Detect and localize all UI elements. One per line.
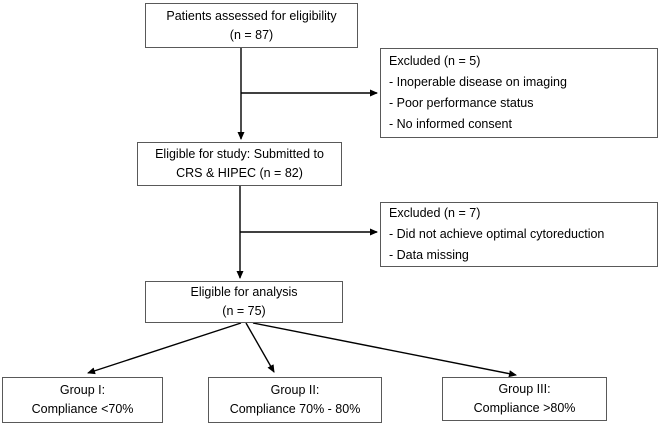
connector-analysis-to-group3 bbox=[252, 322, 517, 378]
box-group-2: Group II: Compliance 70% - 80% bbox=[208, 377, 382, 423]
box-group-3: Group III: Compliance >80% bbox=[442, 377, 607, 421]
box-excluded-analysis-item: - Data missing bbox=[389, 248, 469, 262]
box-excluded-screening-item: - Inoperable disease on imaging bbox=[389, 75, 567, 89]
box-patients-assessed-line2: (n = 87) bbox=[229, 27, 274, 42]
box-group-2-line2: Compliance 70% - 80% bbox=[229, 402, 361, 416]
box-eligible-analysis: Eligible for analysis (n = 75) bbox=[145, 281, 343, 323]
box-eligible-analysis-line2: (n = 75) bbox=[222, 304, 266, 318]
box-group-1: Group I: Compliance <70% bbox=[2, 377, 163, 423]
box-excluded-analysis-item: - Did not achieve optimal cytoreduction bbox=[389, 227, 605, 241]
box-eligible-study-line1: Eligible for study: Submitted to bbox=[155, 147, 324, 161]
box-group-3-line2: Compliance >80% bbox=[473, 401, 576, 415]
box-excluded-analysis: Excluded (n = 7) - Did not achieve optim… bbox=[380, 202, 658, 267]
box-eligible-study-line2: CRS & HIPEC (n = 82) bbox=[176, 166, 303, 180]
connector-analysis-to-group1 bbox=[87, 322, 242, 375]
box-eligible-study: Eligible for study: Submitted to CRS & H… bbox=[137, 142, 342, 186]
box-excluded-screening: Excluded (n = 5) - Inoperable disease on… bbox=[380, 48, 658, 138]
box-patients-assessed: Patients assessed for eligibility (n = 8… bbox=[145, 3, 358, 48]
box-group-3-line1: Group III: bbox=[498, 382, 551, 396]
connector-analysis-to-group2 bbox=[245, 322, 275, 373]
box-excluded-screening-item: - No informed consent bbox=[389, 117, 512, 131]
box-excluded-analysis-title: Excluded (n = 7) bbox=[389, 206, 481, 220]
box-eligible-analysis-line1: Eligible for analysis bbox=[190, 285, 298, 299]
box-group-1-line1: Group I: bbox=[59, 383, 106, 397]
box-excluded-screening-title: Excluded (n = 5) bbox=[389, 54, 481, 68]
box-group-1-line2: Compliance <70% bbox=[31, 402, 134, 416]
box-patients-assessed-line1: Patients assessed for eligibility bbox=[166, 8, 337, 23]
box-excluded-screening-item: - Poor performance status bbox=[389, 96, 534, 110]
box-group-2-line1: Group II: bbox=[270, 383, 320, 397]
